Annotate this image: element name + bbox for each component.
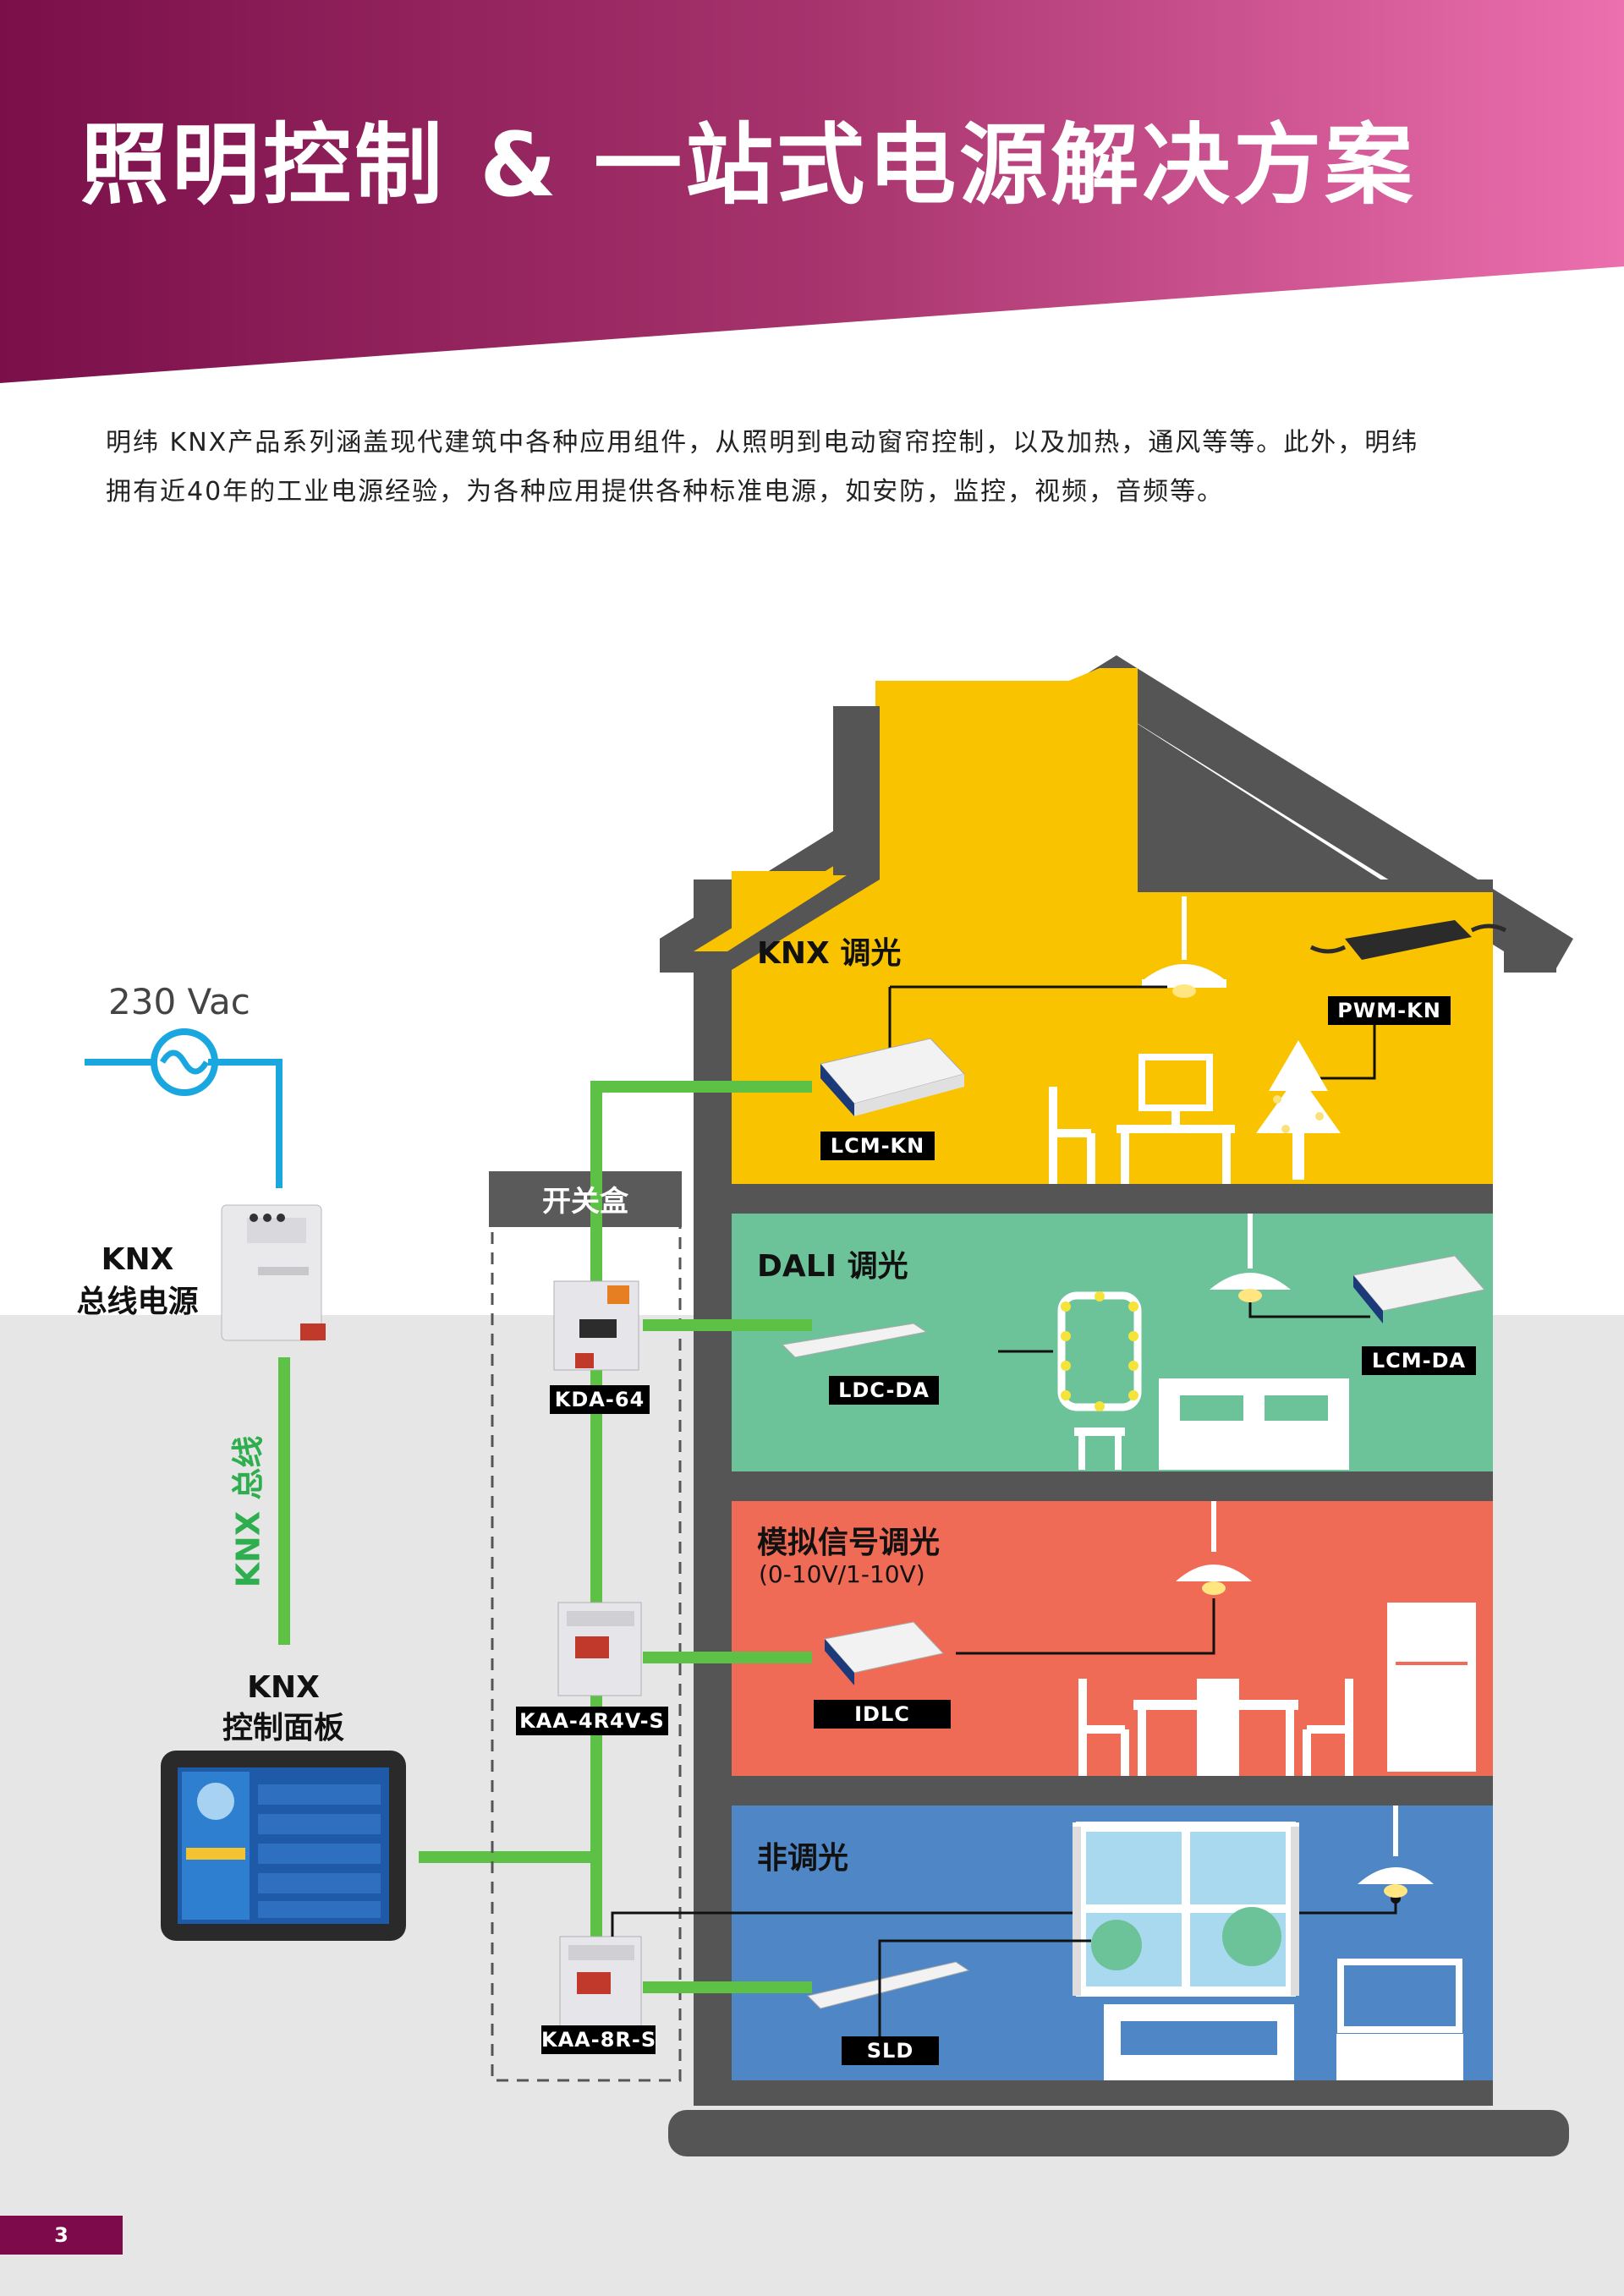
intro-line-1: 明纬 KNX产品系列涵盖现代建筑中各种应用组件，从照明到电动窗帘控制，以及加热，… <box>106 428 1419 458</box>
switch-box-label: 开关盒 <box>542 1185 628 1219</box>
supply-voltage-label: 230 Vac <box>108 981 250 1022</box>
kaa-8r-s-device <box>559 1936 642 2032</box>
header-banner <box>0 0 1624 383</box>
product-tag-ldc-da: LDC-DA <box>829 1376 939 1405</box>
switch-box-outline <box>491 1220 682 2082</box>
room-title-analog: 模拟信号调光 <box>757 1526 941 1560</box>
room-knx-decor <box>820 896 1507 1184</box>
room-subtitle-analog: (0-10V/1-10V) <box>759 1560 925 1588</box>
product-tag-lcm-da: LCM-DA <box>1362 1346 1476 1375</box>
product-tag-idlc: IDLC <box>814 1700 951 1729</box>
control-panel-line2: 控制面板 <box>222 1711 344 1745</box>
page-number: 3 <box>0 2216 123 2255</box>
room-dali-decor <box>781 1214 1485 1470</box>
knx-power-line1: KNX <box>101 1242 174 1277</box>
knx-power-label: KNX 总线电源 <box>76 1239 199 1323</box>
page-title: 照明控制 & 一站式电源解决方案 <box>80 113 1417 216</box>
lcm-da-device <box>1352 1255 1485 1323</box>
knx-power-line2: 总线电源 <box>76 1285 199 1319</box>
sld-device <box>807 1961 970 2009</box>
kda-64-device <box>553 1280 639 1371</box>
control-panel-label: KNX 控制面板 <box>203 1668 364 1749</box>
product-tag-pwm-kn: PWM-KN <box>1328 996 1451 1025</box>
knx-control-panel-device <box>161 1751 406 1941</box>
room-title-nondim: 非调光 <box>757 1841 849 1876</box>
lcm-kn-device <box>820 1038 965 1116</box>
room-analog-decor <box>824 1501 1476 1776</box>
kaa-4r4v-s-device <box>557 1602 642 1696</box>
knx-power-supply-device <box>221 1204 326 1341</box>
intro-line-2: 拥有近40年的工业电源经验，为各种应用提供各种标准电源，如安防，监控，视频，音频… <box>106 477 1225 507</box>
pwm-kn-device <box>1309 920 1507 960</box>
module-tag-kaa-4r4v-s: KAA-4R4V-S <box>516 1707 668 1735</box>
ldc-da-device <box>781 1323 928 1358</box>
module-tag-kda-64: KDA-64 <box>550 1385 650 1414</box>
product-tag-lcm-kn: LCM-KN <box>820 1132 935 1160</box>
knx-bus-label: KNX 总线 <box>229 1435 267 1588</box>
idlc-device <box>824 1621 944 1685</box>
control-panel-line1: KNX <box>247 1670 320 1705</box>
room-nondim-decor <box>807 1806 1463 2080</box>
room-title-dali: DALI 调光 <box>757 1249 908 1284</box>
intro-paragraph: 明纬 KNX产品系列涵盖现代建筑中各种应用组件，从照明到电动窗帘控制，以及加热，… <box>106 419 1544 517</box>
room-title-knx: KNX 调光 <box>757 936 902 971</box>
product-tag-sld: SLD <box>842 2036 939 2065</box>
module-tag-kaa-8r-s: KAA-8R-S <box>541 2025 656 2054</box>
